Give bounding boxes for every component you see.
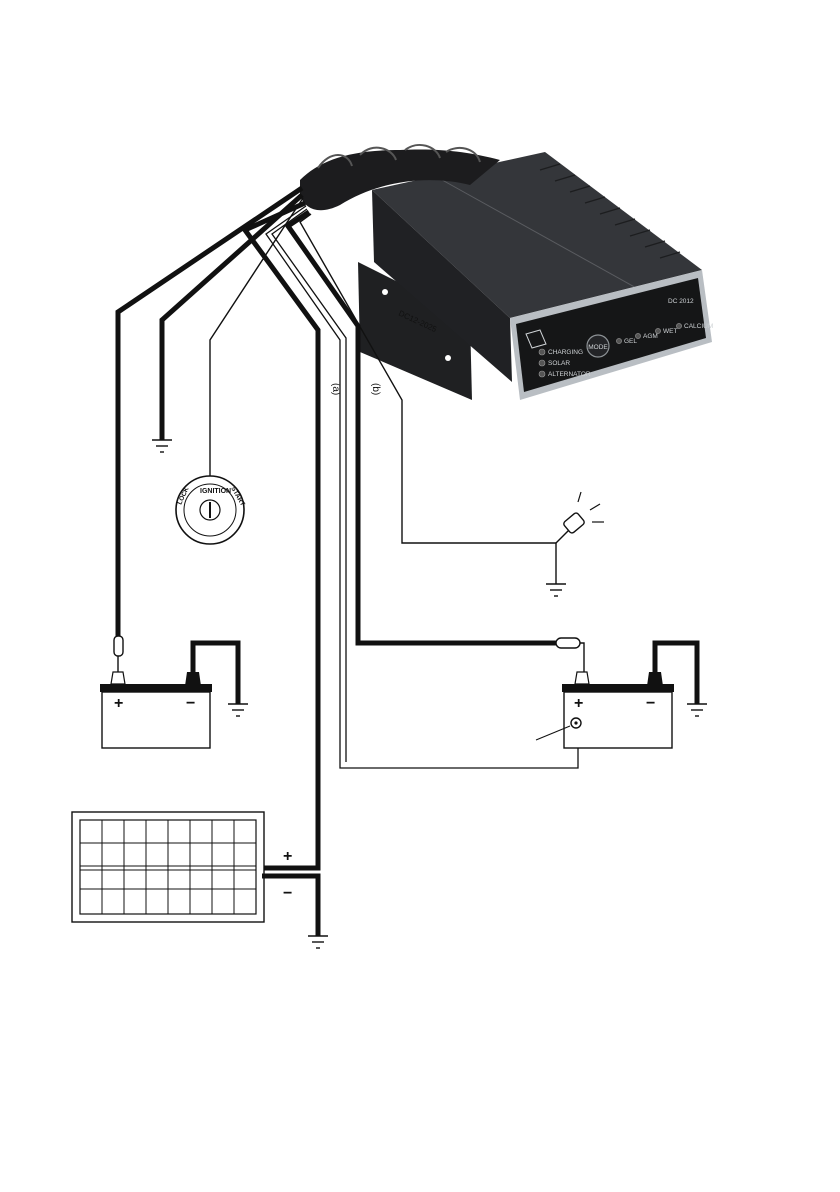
led-label-solar: SOLAR — [548, 360, 570, 367]
fuse-icon — [556, 638, 580, 648]
solar-minus-label: − — [283, 885, 292, 902]
wire-label-b: (b) — [370, 383, 381, 395]
dc-charger-unit: DC12-2025 CHARGING SOLAR — [358, 152, 713, 400]
led-label-calcium: CALCIUM — [684, 323, 713, 330]
model-label: DC 2012 — [668, 298, 694, 305]
mode-button-label: MODE — [588, 344, 608, 351]
light-ray — [578, 492, 581, 502]
led-label-alternator: ALTERNATOR — [548, 371, 591, 378]
ground-symbol — [152, 440, 172, 452]
bracket-hole — [445, 355, 451, 361]
battery-minus-label: − — [186, 695, 195, 712]
battery-minus-label: − — [646, 695, 655, 712]
negative-terminal — [185, 672, 201, 686]
led-label-wet: WET — [663, 328, 677, 335]
solar-plus-label: + — [283, 848, 292, 865]
auxiliary-battery: + − — [536, 638, 707, 748]
wire-solar-positive — [245, 203, 318, 868]
positive-terminal — [111, 672, 125, 684]
led-label-charging: CHARGING — [548, 349, 583, 356]
led-label-gel: GEL — [624, 338, 637, 345]
light-ray — [590, 504, 600, 510]
battery-plus-label: + — [574, 695, 583, 712]
bracket-hole — [382, 289, 388, 295]
solar-panel: + − — [72, 812, 328, 948]
fuse-icon — [114, 636, 123, 656]
starter-battery: + − — [100, 636, 248, 748]
ignition-switch: IGNITION LOCK START — [176, 476, 246, 544]
led-label-agm: AGM — [643, 333, 658, 340]
mode-button[interactable]: MODE — [587, 335, 609, 357]
wire-label-a: (a) — [330, 383, 341, 395]
battery-plus-label: + — [114, 695, 123, 712]
positive-terminal — [575, 672, 589, 684]
negative-terminal — [647, 672, 663, 686]
ignition-label: IGNITION — [200, 488, 231, 495]
indicator-lamp — [546, 492, 604, 596]
